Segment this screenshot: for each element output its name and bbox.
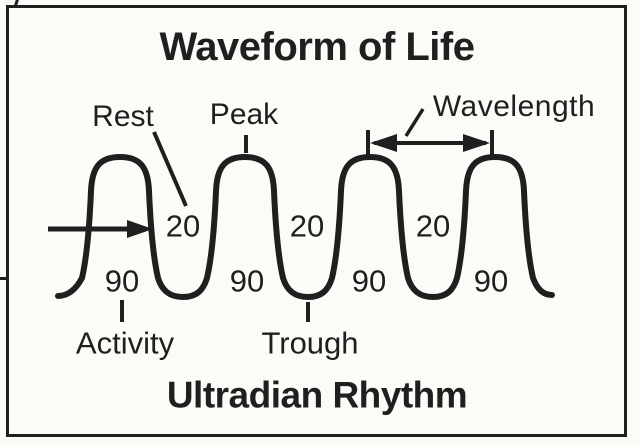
- activity-minutes-value: 90: [229, 263, 265, 299]
- wavelength-pointer-line: [404, 108, 425, 137]
- trough-minutes-value: 20: [289, 208, 325, 244]
- activity-minutes-value: 90: [473, 263, 509, 299]
- rest-label: Rest: [92, 100, 154, 133]
- rest-pointer-line: [152, 131, 188, 207]
- trough-label: Trough: [261, 325, 359, 361]
- diagram-title: Waveform of Life: [159, 25, 476, 69]
- diagram-border-frame: [6, 5, 627, 437]
- dimension-left-arrowhead: [370, 134, 397, 152]
- wavelength-label: Wavelength: [432, 90, 596, 123]
- trough-minutes-value: 20: [415, 208, 451, 244]
- scan-artifact-left-mark: [0, 277, 9, 280]
- activity-minutes-value: 90: [351, 263, 387, 299]
- flow-arrow-head: [127, 220, 153, 238]
- flow-right-arrow-icon: [48, 220, 153, 238]
- waveform-curve: [55, 154, 555, 300]
- trough-minutes-value: 20: [165, 208, 201, 244]
- diagram-subtitle: Ultradian Rhythm: [166, 374, 468, 416]
- activity-label: Activity: [75, 325, 175, 361]
- wavelength-dimension-arrow-icon: [366, 130, 494, 157]
- activity-minutes-value: 90: [104, 263, 140, 299]
- peak-label: Peak: [209, 98, 279, 131]
- dimension-right-arrowhead: [463, 134, 490, 152]
